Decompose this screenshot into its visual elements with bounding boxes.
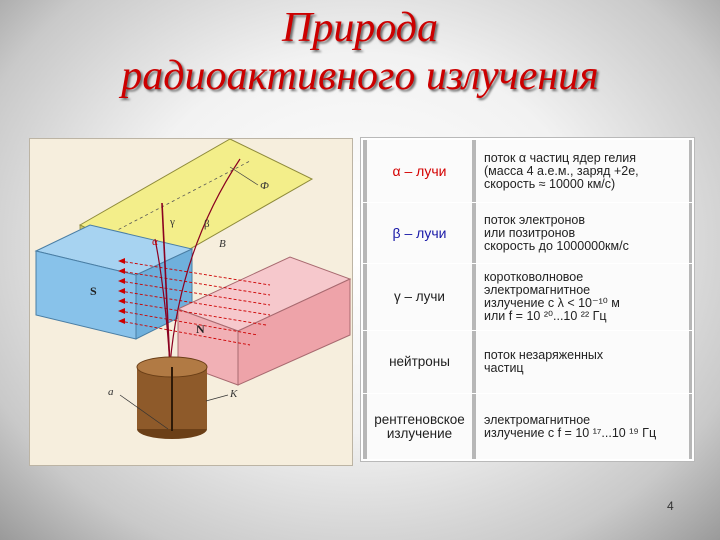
alpha-ray xyxy=(154,238,171,366)
radiation-types-table: α – лучи поток α частиц ядер гелия (масс… xyxy=(360,137,695,462)
label-b-field: B xyxy=(219,238,226,250)
slide-title: Природа радиоактивного излучения xyxy=(0,4,720,100)
table-row-beta: β – лучи поток электронов или позитронов… xyxy=(363,203,692,263)
type-label: γ – лучи xyxy=(394,289,445,304)
beta-ray xyxy=(169,158,241,366)
cell-description: электромагнитное излучение с f = 10 ¹⁷..… xyxy=(476,394,689,459)
label-north: N xyxy=(196,322,205,336)
description-text: коротковолновое электромагнитное излучен… xyxy=(484,270,620,323)
figure-svg: Ф γ β α B S N a K xyxy=(34,139,352,439)
cell-type: β – лучи xyxy=(367,203,472,263)
table-row-xray: рентгеновское излучение электромагнитное… xyxy=(363,394,692,459)
label-a: a xyxy=(108,386,114,398)
cell-type: γ – лучи xyxy=(367,264,472,330)
cell-description: коротковолновое электромагнитное излучен… xyxy=(476,264,689,330)
label-phi: Ф xyxy=(260,180,269,192)
label-gamma: γ xyxy=(169,216,175,228)
cell-description: поток α частиц ядер гелия (масса 4 а.е.м… xyxy=(476,140,689,202)
description-text: поток электронов или позитронов скорость… xyxy=(484,212,629,253)
description-text: поток незаряженных частиц xyxy=(484,348,604,375)
cell-description: поток незаряженных частиц xyxy=(476,331,689,393)
type-label: α – лучи xyxy=(392,162,447,179)
title-line-2: радиоактивного излучения xyxy=(121,53,599,99)
description-text: электромагнитное излучение с f = 10 ¹⁷..… xyxy=(484,412,657,440)
cell-description: поток электронов или позитронов скорость… xyxy=(476,203,689,263)
table-row-alpha: α – лучи поток α частиц ядер гелия (масс… xyxy=(363,140,692,202)
type-label: β – лучи xyxy=(392,224,447,241)
field-lines xyxy=(119,260,271,346)
radiation-deflection-figure: Ф γ β α B S N a K xyxy=(29,138,353,466)
a-pointer xyxy=(119,394,169,430)
title-line-1: Природа xyxy=(281,5,439,51)
plate-dashed-line xyxy=(107,160,251,236)
label-k: K xyxy=(229,388,238,400)
label-south: S xyxy=(90,284,97,298)
magnet-n-side xyxy=(237,278,351,386)
label-beta: β xyxy=(204,218,210,230)
type-label: нейтроны xyxy=(389,354,450,369)
table-row-gamma: γ – лучи коротковолновое электромагнитно… xyxy=(363,264,692,330)
cell-type: α – лучи xyxy=(367,140,472,202)
phi-pointer xyxy=(229,166,259,186)
description-text: поток α частиц ядер гелия (масса 4 а.е.м… xyxy=(484,150,639,191)
label-alpha: α xyxy=(152,236,158,248)
cell-type: нейтроны xyxy=(367,331,472,393)
table-row-neutrons: нейтроны поток незаряженных частиц xyxy=(363,331,692,393)
cell-type: рентгеновское излучение xyxy=(367,394,472,459)
page-number: 4 xyxy=(667,499,674,513)
field-arrows xyxy=(118,258,125,324)
k-pointer xyxy=(205,394,229,402)
type-label: рентгеновское излучение xyxy=(374,411,465,441)
